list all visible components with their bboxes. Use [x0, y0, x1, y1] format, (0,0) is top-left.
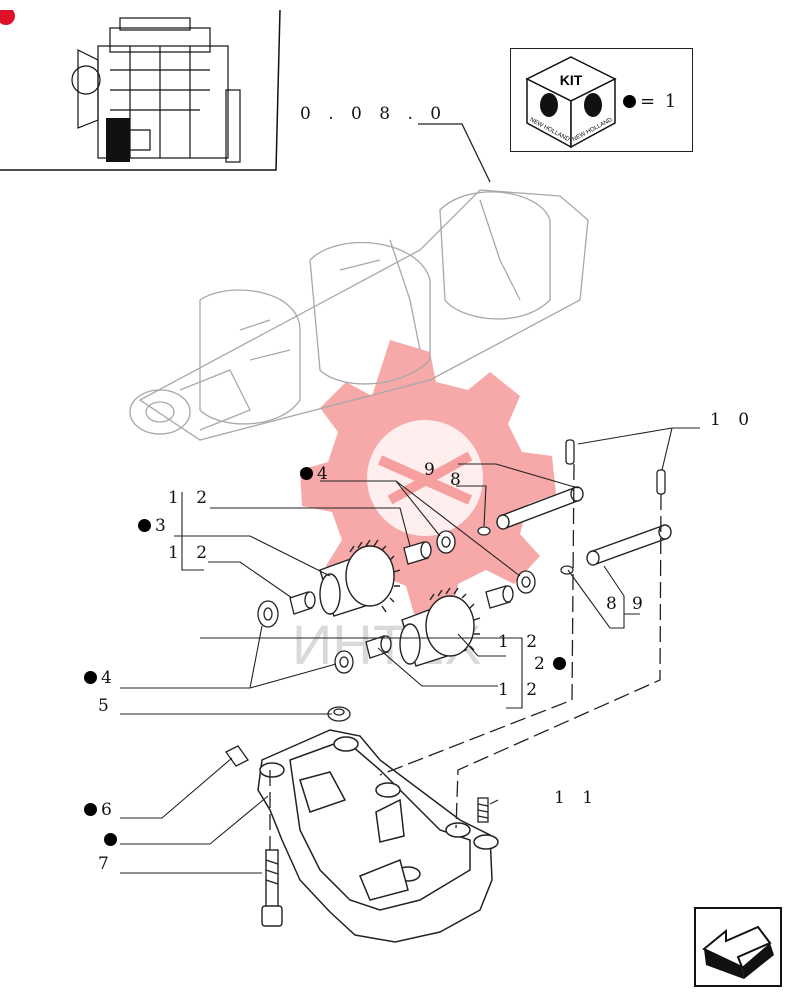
gear-upper — [319, 539, 401, 617]
bolt-7 — [261, 849, 283, 927]
callout-4-top: 4 — [300, 466, 334, 483]
callout-8-top: 8 — [450, 470, 467, 490]
dowel-pin-6 — [225, 745, 249, 767]
callout-12-b: 1 2 — [168, 543, 214, 563]
callout-12-d: 1 2 — [498, 680, 544, 700]
callout-10: 1 0 — [710, 410, 756, 430]
kit-equals-text: = 1 — [640, 91, 679, 112]
crankshaft-outline — [129, 189, 589, 441]
kit-equals-label: = 1 — [623, 91, 678, 112]
gear-lower — [399, 587, 481, 667]
callout-12-a: 1 2 — [168, 488, 214, 508]
callout-1 — [104, 832, 121, 849]
callout-9-bottom: 9 — [632, 594, 649, 614]
callout-9-top: 9 — [424, 460, 441, 480]
kit-dot-icon — [138, 519, 151, 532]
kit-dot-icon — [300, 467, 313, 480]
callout-8-bottom: 8 — [606, 594, 623, 614]
callout-6: 6 — [84, 802, 118, 819]
kit-dot-icon — [84, 671, 97, 684]
engine-thumbnail — [0, 10, 281, 171]
pin-8 — [477, 526, 574, 575]
callout-5: 5 — [98, 696, 115, 716]
highlighted-section — [106, 118, 130, 162]
kit-cube-icon: KIT NEW HOLLAND NEW HOLLAND — [525, 56, 617, 149]
reference-code-label: 0 . 0 8 . 0 — [300, 104, 448, 124]
stud-11 — [477, 797, 489, 823]
kit-dot-icon — [552, 657, 566, 670]
bushing-12 — [289, 541, 514, 659]
callout-3: 3 — [138, 518, 172, 535]
arrow-left-icon — [702, 925, 774, 979]
kit-legend-box: KIT NEW HOLLAND NEW HOLLAND = 1 — [510, 48, 693, 152]
pin-10 — [565, 439, 666, 495]
callout-12-c: 1 2 — [498, 632, 544, 652]
callout-4-bottom: 4 — [84, 670, 118, 687]
next-page-button[interactable] — [694, 907, 782, 987]
thrust-washer-4 — [257, 530, 536, 674]
kit-title: KIT — [560, 72, 583, 88]
kit-dot-icon — [104, 833, 117, 846]
callout-2: 2 — [534, 656, 570, 673]
callout-7: 7 — [98, 854, 115, 874]
gear-bracket — [257, 729, 499, 943]
corner-marker-icon — [0, 10, 15, 25]
kit-dot-icon — [623, 95, 636, 108]
kit-dot-icon — [84, 803, 97, 816]
callout-11: 1 1 — [554, 788, 600, 808]
